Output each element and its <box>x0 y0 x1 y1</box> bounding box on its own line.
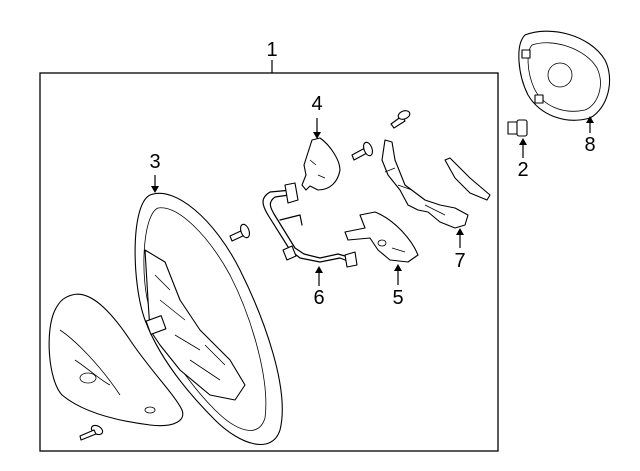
paddle-switch-7 <box>381 139 491 229</box>
callout-4: 4 <box>311 93 323 115</box>
screw <box>390 110 411 129</box>
callout-1: 1 <box>266 39 278 61</box>
screw <box>79 424 104 441</box>
callout-3: 3 <box>149 151 161 173</box>
assembly-box <box>39 72 499 452</box>
switch-5 <box>344 211 419 263</box>
callout-7: 7 <box>454 250 466 272</box>
callout-8: 8 <box>584 134 596 156</box>
wire-harness-6 <box>262 182 358 268</box>
screw <box>351 141 374 161</box>
callout-5: 5 <box>392 287 404 309</box>
airbag-module-8 <box>518 30 611 121</box>
screw <box>229 223 251 242</box>
bolt-2 <box>507 119 528 137</box>
switch-4 <box>301 137 341 191</box>
callout-6: 6 <box>313 287 325 309</box>
steering-wheel <box>134 192 283 446</box>
airbag-cover <box>48 293 184 427</box>
callout-2: 2 <box>517 159 529 181</box>
